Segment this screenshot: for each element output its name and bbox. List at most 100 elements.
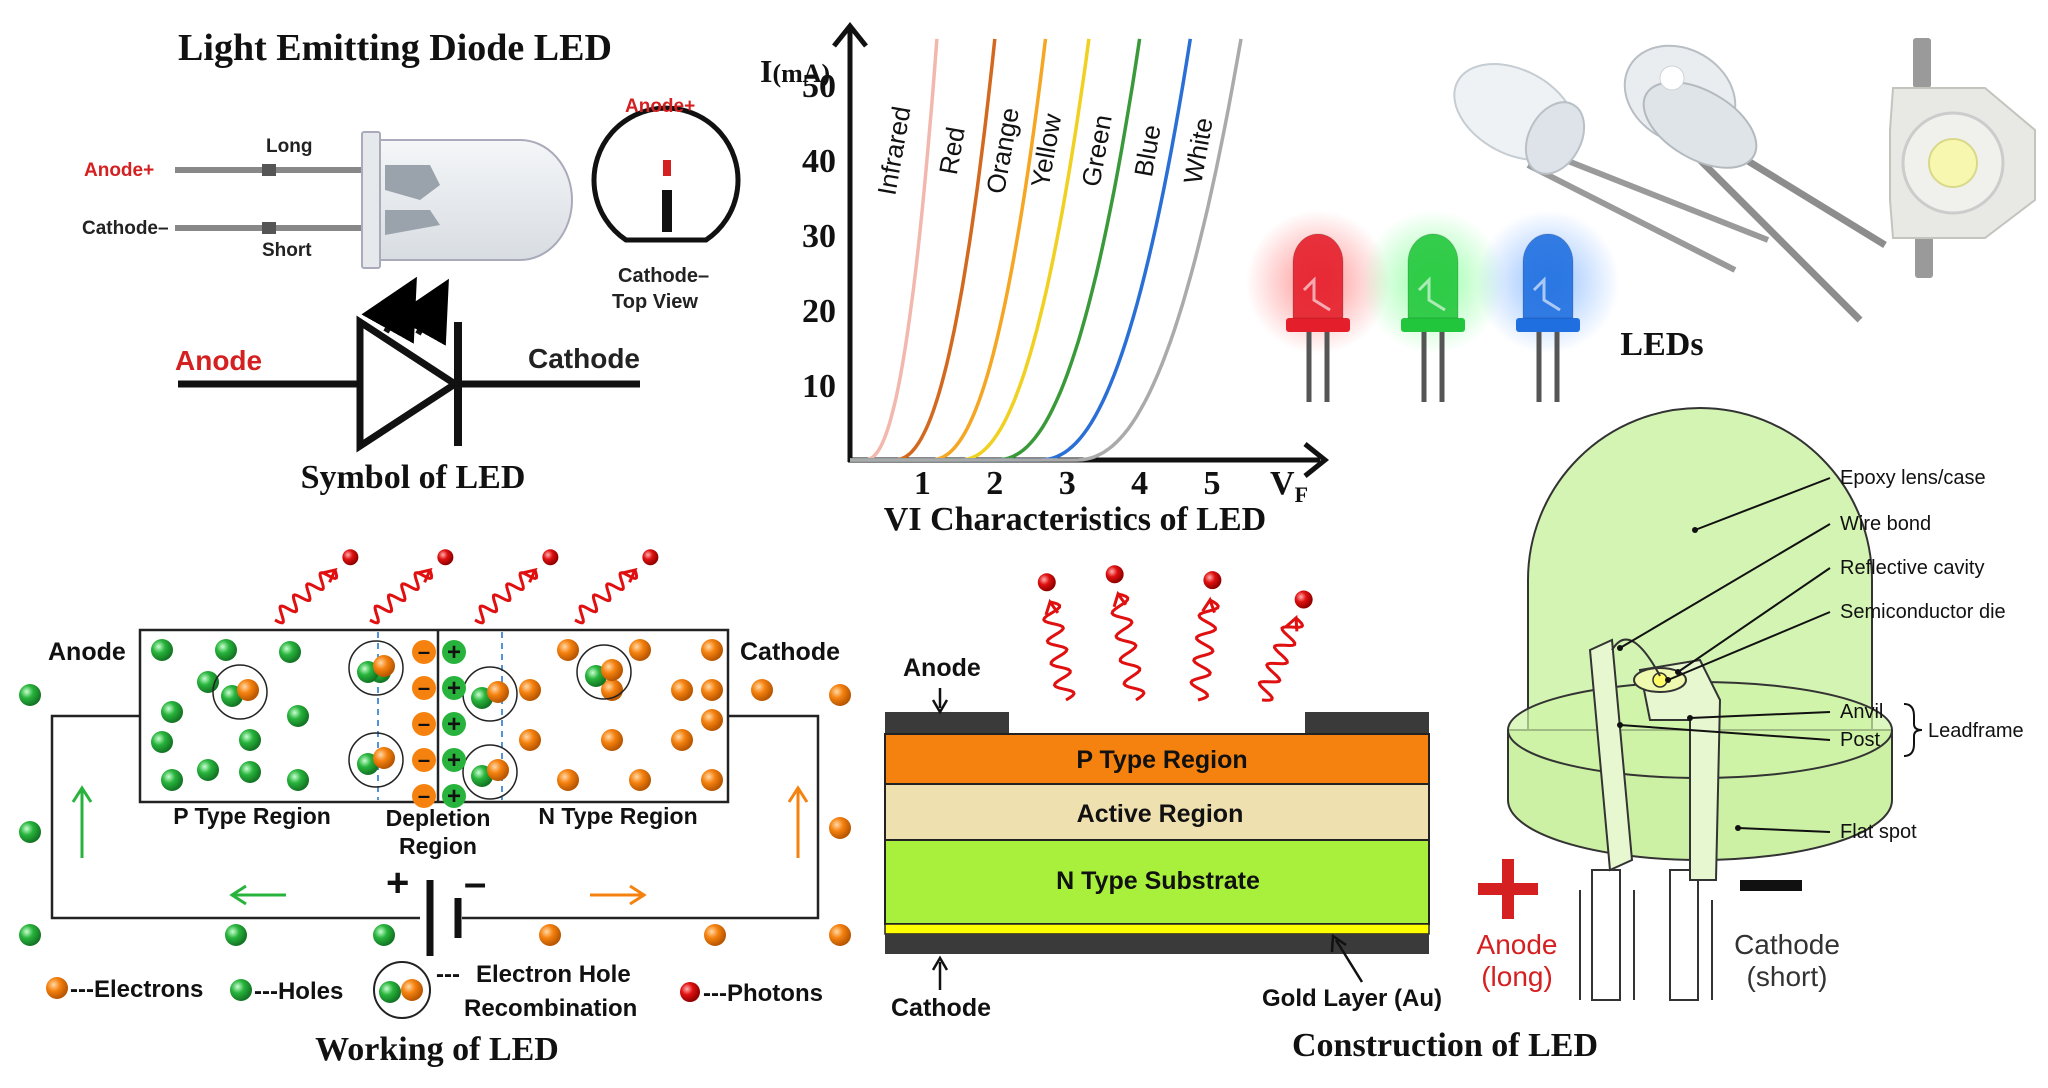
photon-wave <box>274 569 339 625</box>
hole-carrier <box>151 639 173 661</box>
depletion-ion-negative <box>412 640 436 664</box>
photon-wave <box>1189 598 1220 702</box>
anvil <box>1588 638 1634 872</box>
legend-recomb-electron <box>401 979 423 1001</box>
hole-carrier <box>373 924 395 946</box>
epoxy-lens <box>1527 407 1873 731</box>
electron-carrier <box>829 924 851 946</box>
photon <box>542 549 559 566</box>
color-leds <box>1246 210 1620 402</box>
ion-sign: – <box>418 747 430 772</box>
recombination-ring <box>462 744 518 800</box>
series-label: Red <box>933 125 971 177</box>
photon-arrow <box>1112 590 1128 608</box>
die-label: Semiconductor die <box>1840 601 2006 623</box>
photon <box>1105 565 1124 584</box>
leadframe-brace <box>1903 703 1923 757</box>
ion-sign: + <box>447 675 461 702</box>
depletion-ion-positive <box>442 748 466 772</box>
cathode-lead <box>1669 869 1699 1001</box>
led-rim <box>1401 318 1465 332</box>
legend-recomb-dash: --- <box>436 961 460 988</box>
p-type-region-label: P Type Region <box>1076 746 1247 774</box>
hole-carrier <box>279 641 301 663</box>
legend-recomb-2: Recombination <box>464 995 637 1022</box>
recombination-ring <box>348 732 404 788</box>
hole-carrier <box>239 761 261 783</box>
photon <box>437 549 454 566</box>
construction-anode-label: Anode <box>903 654 981 682</box>
series-label: Green <box>1076 112 1118 188</box>
photon <box>1294 590 1313 609</box>
electron-carrier <box>701 769 723 791</box>
construction-photons <box>1037 565 1313 702</box>
electron-carrier <box>519 679 541 701</box>
recombination-ring <box>212 664 268 720</box>
electron-carrier <box>601 729 623 751</box>
current-arrow-bottom-left-head <box>229 884 247 906</box>
clear-led-photo <box>1453 62 1770 273</box>
ion-sign: + <box>447 639 461 666</box>
callout-dot-anvil <box>1687 715 1693 721</box>
photon-arrow <box>521 567 538 583</box>
series-label: Yellow <box>1025 111 1067 190</box>
led-body <box>1292 233 1344 319</box>
p-type-layer <box>884 733 1430 785</box>
photon-wave <box>474 569 539 625</box>
led-body <box>1522 233 1574 319</box>
anode-contact-left <box>885 712 1009 734</box>
depletion-ion-positive <box>442 676 466 700</box>
legend-hole-ball <box>230 979 252 1001</box>
anvil-label: Anvil <box>1840 701 1883 723</box>
y-axis-label: I(mA) <box>760 53 830 89</box>
charge-carriers: –+–+–+–+–+ <box>151 639 723 810</box>
hole-carrier <box>161 769 183 791</box>
callout-dot-epoxy <box>1692 527 1698 533</box>
y-tick-label: 30 <box>802 218 836 255</box>
depletion-ion-negative <box>412 748 436 772</box>
short-label: Short <box>262 240 312 261</box>
led-internal <box>1532 276 1561 312</box>
x-tick-label: 3 <box>1059 465 1076 502</box>
ion-sign: – <box>418 639 430 664</box>
minus-sign <box>1740 880 1802 891</box>
n-region-label: N Type Region <box>538 803 697 829</box>
series-label: Infrared <box>871 104 916 197</box>
electron-carrier <box>373 747 395 769</box>
photon-arrow <box>321 567 338 583</box>
legend-recomb-1: Electron Hole <box>476 961 631 988</box>
led-side-view: Anode+ Long Cathode– Short <box>82 131 573 269</box>
symbol-caption: Symbol of LED <box>301 459 526 496</box>
working-cathode-label: Cathode <box>740 638 840 666</box>
anatomy-callouts <box>1619 477 1831 833</box>
construction-section: P Type Region Active Region N Type Subst… <box>884 565 1598 1064</box>
leadframe-label: Leadframe <box>1928 720 2024 742</box>
working-anode-label: Anode <box>48 638 126 666</box>
depletion-ion-positive <box>442 712 466 736</box>
electron-carrier <box>373 655 395 677</box>
ion-sign: – <box>418 783 430 808</box>
led-body <box>1407 233 1459 319</box>
photon-arrow <box>416 567 433 583</box>
callout-dot-wire <box>1617 645 1623 651</box>
anode-plus-label: Anode+ <box>84 160 154 181</box>
electron-carrier <box>671 679 693 701</box>
legend-photons: ---Photons <box>703 980 823 1007</box>
battery-plus: + <box>386 861 409 905</box>
electron-carrier <box>701 709 723 731</box>
electron-carrier <box>629 769 651 791</box>
electron-carrier <box>539 924 561 946</box>
current-arrow-left-up-head <box>71 785 93 803</box>
led-internal <box>1417 276 1446 312</box>
y-tick-label: 10 <box>802 368 836 405</box>
long-label: Long <box>266 136 312 157</box>
battery-minus: – <box>464 861 486 905</box>
wire-bond-label: Wire bond <box>1840 513 1931 535</box>
anatomy-cathode-1: Cathode <box>1734 929 1840 960</box>
current-arrow-right-up-head <box>787 785 809 803</box>
chart-title: VI Characteristics of LED <box>884 501 1266 538</box>
depletion-ion-positive <box>442 640 466 664</box>
ion-sign: + <box>447 783 461 810</box>
legend-photon-ball <box>680 982 700 1002</box>
